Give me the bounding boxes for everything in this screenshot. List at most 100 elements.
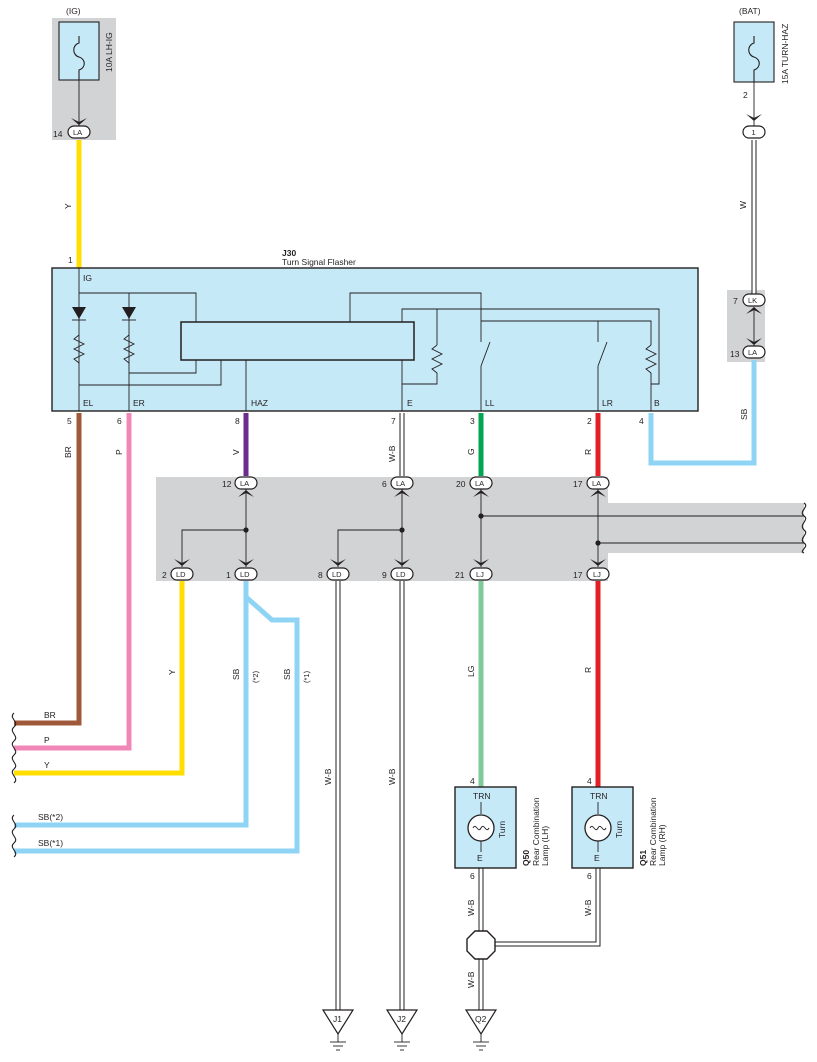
wire-label-v: V: [231, 449, 241, 455]
junction-lk-pin: 7: [733, 296, 738, 306]
wire-label-wb-q51: W-B: [583, 899, 593, 916]
svg-text:LA: LA: [748, 348, 757, 357]
ground-j1: J1: [321, 1009, 355, 1051]
svg-text:LJ: LJ: [593, 570, 601, 579]
wire-label-g: G: [466, 448, 476, 455]
wire-label-sb1-note: (*1): [302, 670, 311, 683]
flasher-code: J30: [282, 248, 296, 258]
ig-fuse-label: 10A LH-IG: [104, 32, 114, 72]
wire-label-wb-j1: W-B: [323, 768, 333, 785]
terminal-el-label: EL: [83, 398, 94, 408]
left-output-p: P: [44, 735, 50, 745]
svg-text:J2: J2: [397, 1014, 406, 1024]
svg-text:LD: LD: [396, 570, 406, 579]
jb-bottom-ld8: LD: [326, 559, 350, 581]
svg-text:Lamp (LH): Lamp (LH): [540, 826, 550, 866]
flasher-internal-circuit: [72, 268, 660, 411]
svg-text:Q51: Q51: [638, 850, 648, 866]
terminal-e-pin: 7: [391, 416, 396, 426]
svg-text:LJ: LJ: [476, 570, 484, 579]
svg-text:Lamp (RH): Lamp (RH): [657, 824, 667, 866]
jb-bottom-pin-17: 17: [573, 570, 583, 580]
terminal-b-pin: 4: [639, 416, 644, 426]
jb-bottom-lj17: LJ: [586, 559, 610, 581]
jb-bottom-pin-2: 2: [162, 570, 167, 580]
wire-break-left: [11, 712, 17, 858]
jb-top-la6: LA: [390, 476, 414, 497]
wire-label-p: P: [114, 449, 124, 455]
terminal-el-pin: 5: [67, 416, 72, 426]
ground-q2: Q2: [464, 1009, 498, 1051]
terminal-ig-label: IG: [83, 273, 92, 283]
bat-source-label: (BAT): [739, 6, 761, 16]
wire-label-sb2: SB: [231, 668, 241, 680]
left-output-br: BR: [44, 710, 56, 720]
terminal-lr-label: LR: [602, 398, 613, 408]
wire-break-right: [801, 502, 807, 554]
svg-text:Q2: Q2: [475, 1014, 487, 1024]
svg-text:Turn: Turn: [497, 821, 507, 838]
junction-block-extension-bg: [606, 503, 804, 553]
svg-text:4: 4: [587, 776, 592, 786]
bat-fuse-label: 15A TURN-HAZ: [780, 24, 790, 84]
wire-label-r-low: R: [583, 667, 593, 673]
wire-label-wb-q2: W-B: [466, 971, 476, 988]
terminal-b-label: B: [654, 398, 660, 408]
svg-text:LA: LA: [396, 479, 405, 488]
fuse-symbol-ig: [73, 36, 85, 80]
junction-block-bg: [156, 477, 608, 581]
svg-text:TRN: TRN: [473, 791, 490, 801]
svg-text:LA: LA: [73, 128, 82, 137]
svg-text:LA: LA: [240, 479, 249, 488]
lamp-q51: 4 TRN Turn E 6 Q51 Rear Combination Lamp…: [571, 776, 667, 881]
left-output-sb2: SB(*2): [38, 812, 63, 822]
connector-lk: LK: [742, 293, 766, 314]
jb-bottom-ld1: LD: [234, 559, 258, 581]
svg-text:E: E: [594, 853, 600, 863]
terminal-ig-pin: 1: [68, 255, 73, 265]
connector-ig-la: LA: [67, 118, 91, 139]
jb-bottom-pin-8: 8: [318, 570, 323, 580]
terminal-er-pin: 6: [117, 416, 122, 426]
svg-text:LD: LD: [240, 570, 250, 579]
jb-top-la17: LA: [586, 476, 610, 497]
wire-label-w: W: [738, 201, 748, 209]
left-output-y: Y: [44, 760, 50, 770]
ig-connector-pin: 14: [53, 129, 63, 139]
jb-top-pin-20: 20: [456, 479, 466, 489]
terminal-e-label: E: [407, 398, 413, 408]
wire-label-sb2-note: (*2): [251, 670, 260, 683]
jb-top-la20: LA: [469, 476, 493, 497]
svg-text:LA: LA: [592, 479, 601, 488]
jb-bottom-pin-21: 21: [455, 570, 465, 580]
terminal-er-label: ER: [133, 398, 145, 408]
connector-bat-1: 1: [742, 114, 766, 139]
terminal-haz-pin: 8: [235, 416, 240, 426]
terminal-ll-pin: 3: [470, 416, 475, 426]
terminal-lr-pin: 2: [587, 416, 592, 426]
jb-bottom-lj21: LJ: [469, 559, 493, 581]
svg-text:E: E: [477, 853, 483, 863]
svg-text:6: 6: [470, 871, 475, 881]
terminal-ll-label: LL: [485, 398, 495, 408]
jb-top-pin-6: 6: [382, 479, 387, 489]
wire-layer: [14, 80, 804, 1010]
flasher-name: Turn Signal Flasher: [282, 257, 356, 267]
svg-text:LD: LD: [176, 570, 186, 579]
svg-text:Rear Combination: Rear Combination: [531, 797, 541, 866]
lamp-q50: 4 TRN Turn E 6 Q50 Rear Combination Lamp…: [454, 776, 550, 881]
ig-source-label: (IG): [66, 6, 81, 16]
wire-label-br: BR: [63, 446, 73, 458]
jb-top-la12: LA: [234, 476, 258, 497]
connector-la13: LA: [742, 338, 766, 359]
wire-label-y-low: Y: [167, 669, 177, 675]
ground-j2: J2: [385, 1009, 419, 1051]
jb-top-pin-12: 12: [222, 479, 232, 489]
wire-label-sb-right: SB: [739, 408, 749, 420]
svg-text:6: 6: [587, 871, 592, 881]
svg-text:LD: LD: [332, 570, 342, 579]
wire-label-wb-j2: W-B: [387, 768, 397, 785]
splice-junction: [466, 930, 496, 960]
svg-text:Rear Combination: Rear Combination: [648, 797, 658, 866]
